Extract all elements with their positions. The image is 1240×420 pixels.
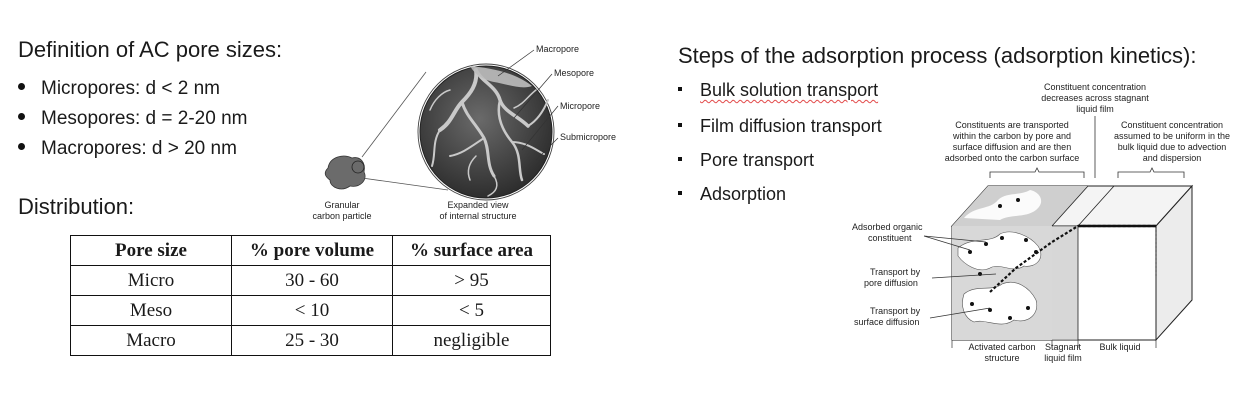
label-submicropore: Submicropore: [560, 132, 616, 142]
label-surface-diffusion-2: surface diffusion: [854, 317, 919, 327]
note-bulk-uniform-1: Constituent concentration: [1121, 120, 1223, 130]
bullet-mesopores: Mesopores: d = 2-20 nm: [18, 108, 247, 130]
leader-mesopore: [513, 73, 553, 119]
leader-adsorbed-2: [923, 235, 987, 243]
table-cell: Meso: [70, 295, 232, 326]
bullet-dot: [18, 113, 25, 121]
step-text: Film diffusion transport: [700, 116, 882, 136]
step-text: Bulk solution transport: [700, 80, 879, 100]
note-carbon-transport-1: Constituents are transported: [955, 120, 1069, 130]
note-film-conc-1: Constituent concentration: [1044, 82, 1146, 92]
label-expanded-1: Expanded view: [447, 200, 509, 210]
header-pore-volume: % pore volume: [231, 235, 393, 266]
bullet-text: Macropores: d > 20 nm: [41, 138, 237, 159]
label-pore-diffusion-2: pore diffusion: [864, 278, 918, 288]
note-carbon-transport-3: surface diffusion and are then: [953, 142, 1071, 152]
particle-diagram: Macropore Mesopore Micropore Submicropor…: [312, 44, 616, 221]
step-film-diffusion: Film diffusion transport: [678, 116, 882, 137]
pore-network: [429, 68, 549, 197]
granule-icon: [324, 155, 366, 190]
label-stagnant-1: Stagnant: [1045, 342, 1082, 352]
table-cell: < 10: [231, 295, 393, 326]
steps-title: Steps of the adsorption process (adsorpt…: [678, 43, 1197, 68]
label-macropore: Macropore: [536, 44, 579, 54]
bullet-square: [678, 87, 682, 92]
table-row: Micro 30 - 60 > 95: [70, 265, 551, 296]
note-bulk-uniform-4: and dispersion: [1143, 153, 1202, 163]
film-boundary-top: [1077, 185, 1115, 227]
brace-bulk: [1117, 167, 1185, 178]
table-header-row: Pore size % pore volume % surface area: [70, 235, 551, 266]
step-adsorption: Adsorption: [678, 184, 786, 205]
label-granular-1: Granular: [324, 200, 359, 210]
bullet-square: [678, 157, 682, 162]
note-film-conc-3: liquid film: [1076, 104, 1114, 114]
step-text: Pore transport: [700, 150, 815, 170]
leader-submicropore: [535, 137, 559, 161]
bullet-square: [678, 123, 682, 128]
label-activated-2: structure: [984, 353, 1019, 363]
table-cell: > 95: [392, 265, 551, 296]
carbon-boundary-top: [1051, 185, 1089, 227]
pore-top: [964, 190, 1042, 220]
pore-distribution-table: Pore size % pore volume % surface area M…: [70, 235, 551, 356]
table-cell: negligible: [392, 325, 551, 356]
bullet-dot: [18, 83, 25, 91]
note-carbon-transport-4: adsorbed onto the carbon surface: [945, 153, 1080, 163]
step-bulk-solution: Bulk solution transport: [678, 80, 878, 101]
bullet-dot: [18, 143, 25, 151]
table-cell: Micro: [70, 265, 232, 296]
bullet-text: Mesopores: d = 2-20 nm: [41, 108, 248, 129]
bullet-micropores: Micropores: d < 2 nm: [18, 78, 220, 100]
table-cell: 25 - 30: [231, 325, 393, 356]
note-carbon-transport-2: within the carbon by pore and: [952, 131, 1071, 141]
label-surface-diffusion-1: Transport by: [870, 306, 921, 316]
bullet-text: Micropores: d < 2 nm: [41, 78, 220, 99]
leader-surface-diffusion: [929, 307, 991, 319]
leader-adsorbed-1: [923, 235, 971, 251]
film-region: [1052, 226, 1078, 340]
leader-macropore: [497, 49, 535, 77]
header-pore-size: Pore size: [70, 235, 232, 266]
brace-carbon: [989, 167, 1085, 178]
table-cell: < 5: [392, 295, 551, 326]
step-text: Adsorption: [700, 184, 787, 204]
step-pore-transport: Pore transport: [678, 150, 814, 171]
note-film-conc-2: decreases across stagnant: [1041, 93, 1149, 103]
table-cell: 30 - 60: [231, 265, 393, 296]
pore-front-2: [962, 281, 1038, 325]
macropore-opening: [470, 66, 532, 88]
bullet-macropores: Macropores: d > 20 nm: [18, 138, 237, 160]
definition-title: Definition of AC pore sizes:: [18, 37, 283, 62]
label-activated-1: Activated carbon: [968, 342, 1035, 352]
zoom-circle: [351, 160, 365, 174]
label-expanded-2: of internal structure: [439, 211, 516, 221]
label-mesopore: Mesopore: [554, 68, 594, 78]
label-adsorbed-2: constituent: [868, 233, 912, 243]
note-bulk-uniform-2: assumed to be uniform in the: [1114, 131, 1230, 141]
label-pore-diffusion-1: Transport by: [870, 267, 921, 277]
header-surface-area: % surface area: [392, 235, 551, 266]
label-stagnant-2: liquid film: [1044, 353, 1082, 363]
kinetics-diagram: Constituent concentration decreases acro…: [852, 82, 1230, 363]
table-cell: Macro: [70, 325, 232, 356]
zoom-line-bottom: [361, 177, 449, 191]
table-row: Macro 25 - 30 negligible: [70, 325, 551, 356]
table-row: Meso < 10 < 5: [70, 295, 551, 326]
label-micropore: Micropore: [560, 101, 600, 111]
distribution-title: Distribution:: [18, 194, 135, 219]
zoom-line-top: [361, 71, 427, 158]
label-adsorbed-1: Adsorbed organic: [852, 222, 923, 232]
outer-ring: [417, 63, 555, 201]
label-granular-2: carbon particle: [312, 211, 371, 221]
leader-pore-diffusion: [931, 273, 997, 279]
leader-micropore: [521, 105, 559, 151]
label-bulk-liquid: Bulk liquid: [1099, 342, 1140, 352]
note-bulk-uniform-3: bulk liquid due to advection: [1118, 142, 1227, 152]
bullet-square: [678, 191, 682, 196]
